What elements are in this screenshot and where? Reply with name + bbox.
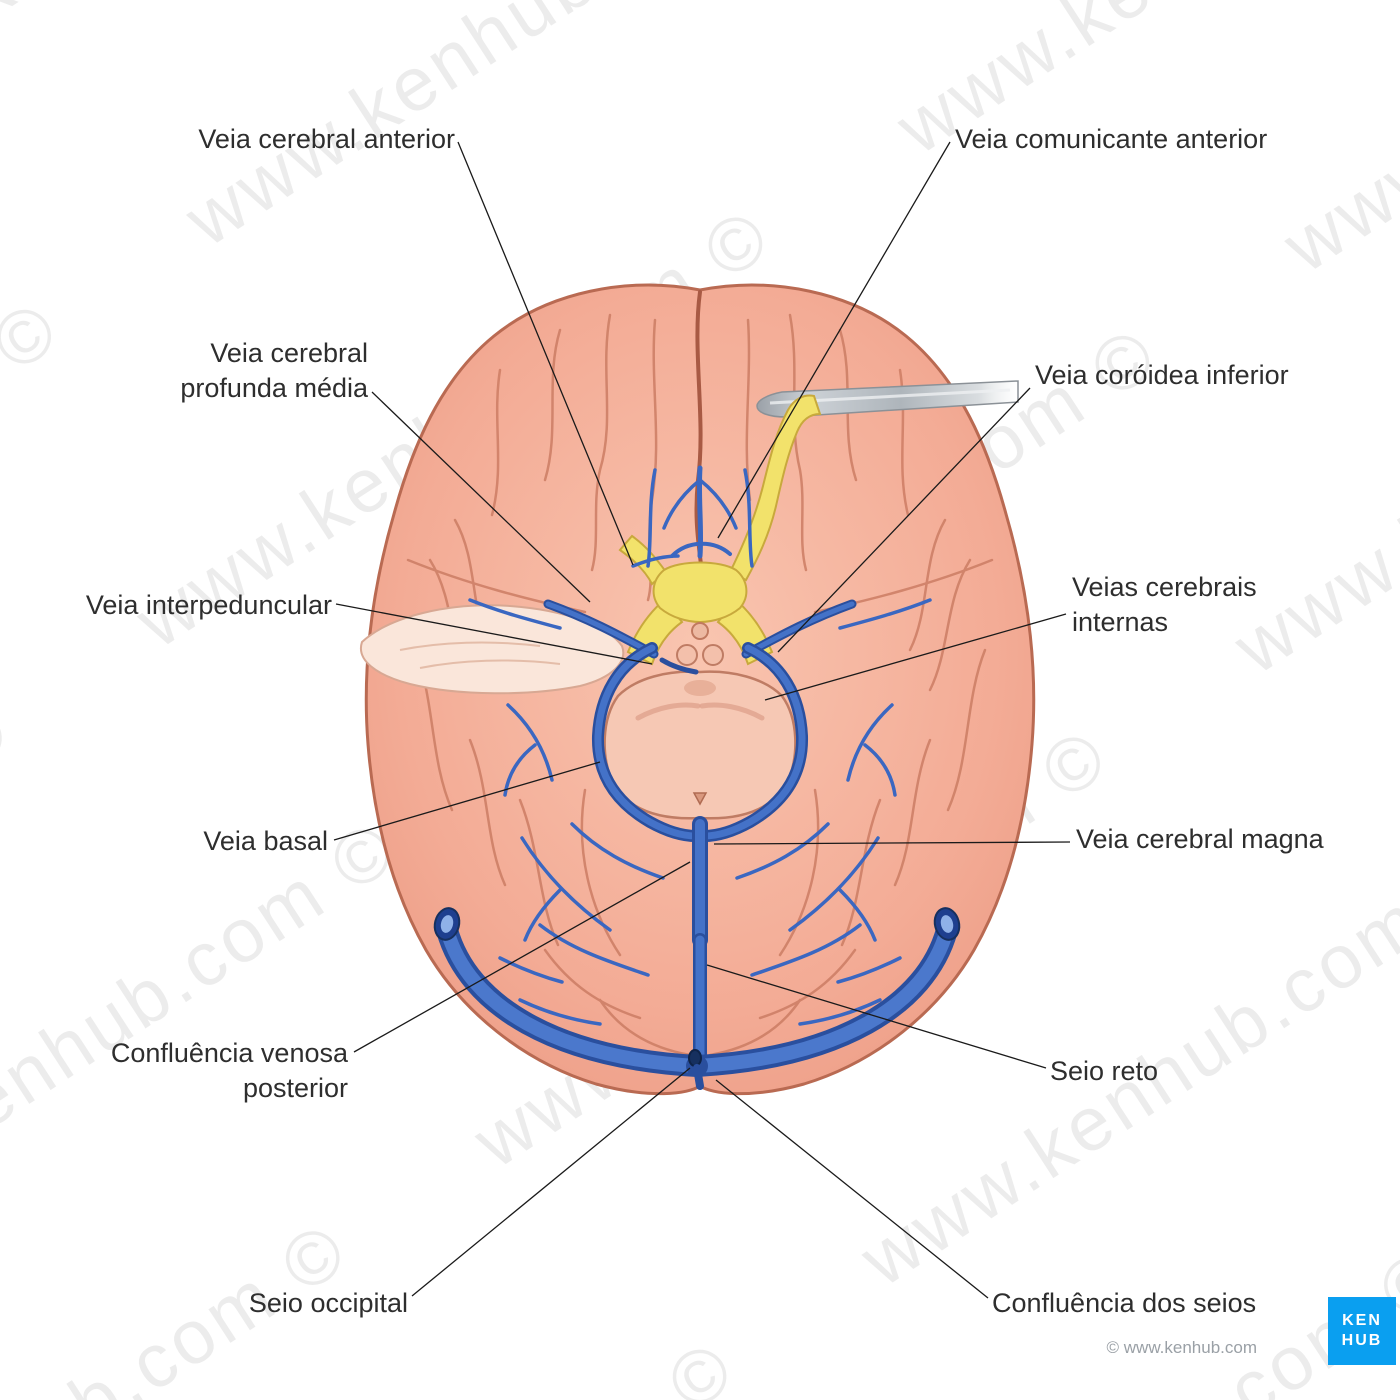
optic-chiasm — [618, 394, 822, 666]
leader-seio-reto — [706, 964, 1047, 1069]
leader-veias-cerebrais-internas — [764, 613, 1067, 701]
label-confluencia-dos-seios: Confluência dos seios — [992, 1288, 1257, 1318]
leader-veia-interpeduncular — [335, 603, 653, 665]
kenhub-logo-line2: HUB — [1341, 1332, 1383, 1349]
dural-sinuses — [433, 907, 961, 1090]
label-confluencia-venosa-posterior: Confluência venosa posterior — [110, 1038, 348, 1104]
mammillary-body-left — [676, 644, 698, 666]
label-seio-occipital: Seio occipital — [248, 1288, 408, 1318]
chiasm-body — [652, 561, 748, 624]
leader-veia-cerebral-magna — [713, 841, 1071, 845]
leader-veia-cerebral-anterior — [457, 141, 634, 566]
cerebral-aqueduct — [692, 792, 708, 806]
label-veia-cerebral-profunda-media: Veia cerebral profunda média — [180, 338, 368, 404]
leader-seio-occipital — [411, 1067, 691, 1297]
deep-venous-system — [591, 642, 809, 1065]
kenhub-logo-line1: KEN — [1342, 1312, 1382, 1329]
label-seio-reto: Seio reto — [1050, 1056, 1159, 1086]
label-veia-coroidea-inferior: Veia coróidea inferior — [1035, 360, 1289, 390]
anterior-communicating-vein — [670, 541, 732, 558]
leader-veia-cerebral-profunda-media — [371, 391, 591, 603]
interpeduncular-vein — [659, 657, 699, 675]
copyright-text: © www.kenhub.com — [1106, 1338, 1257, 1357]
leader-confluencia-venosa-posterior — [353, 861, 691, 1053]
mammillary-body-right — [702, 644, 724, 666]
small-cortical-veins — [468, 468, 932, 1026]
cut-surface-streaks — [399, 641, 561, 669]
occipital-sinus — [693, 1064, 704, 1090]
interpeduncular-fossa — [684, 680, 716, 696]
label-veia-basal: Veia basal — [203, 826, 328, 856]
label-veia-cerebral-anterior: Veia cerebral anterior — [198, 124, 455, 154]
label-veia-cerebral-magna: Veia cerebral magna — [1076, 824, 1324, 854]
occipital-sinus-opening — [688, 1049, 702, 1067]
kenhub-logo[interactable]: KEN HUB — [1328, 1297, 1396, 1365]
anterior-cerebral-veins — [670, 465, 732, 559]
optic-nerve-retracted — [728, 394, 822, 582]
leader-confluencia-dos-seios — [715, 1079, 989, 1299]
leader-veia-coroidea-inferior — [777, 387, 1031, 653]
anterior-cerebral-vein — [696, 465, 704, 559]
substantia-nigra-left — [635, 702, 701, 721]
label-veias-cerebrais-internas: Veias cerebrais internas — [1072, 572, 1257, 638]
leader-veia-basal — [333, 761, 601, 841]
substantia-nigra-right — [699, 702, 765, 721]
infundibulum — [691, 622, 709, 640]
label-veia-interpeduncular: Veia interpeduncular — [85, 590, 332, 620]
leader-veia-comunicante-anterior — [717, 141, 951, 539]
leader-lines — [333, 141, 1071, 1299]
label-veia-comunicante-anterior: Veia comunicante anterior — [955, 124, 1268, 154]
